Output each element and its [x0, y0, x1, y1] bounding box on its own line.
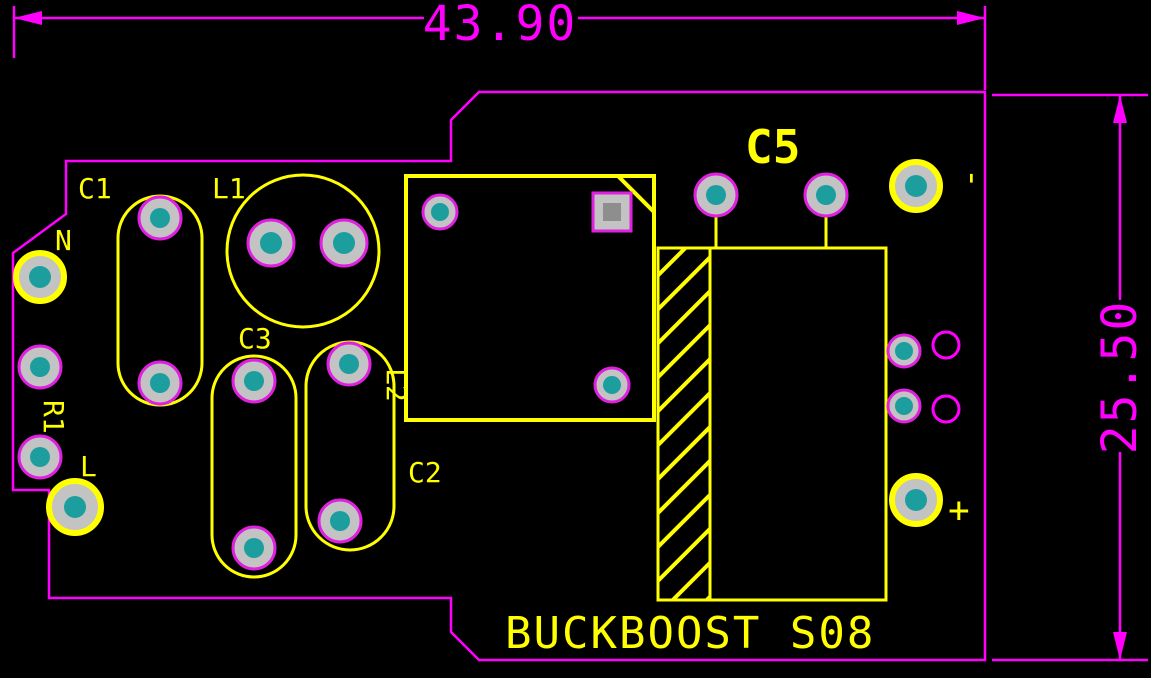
- drill-hole: [30, 357, 50, 377]
- arrow-up-icon: [1113, 95, 1127, 123]
- pad-r1-1[interactable]: [17, 344, 63, 390]
- corner-chamfer-mark: [616, 174, 656, 214]
- board-outline[interactable]: [11, 90, 987, 662]
- board-title: BUCKBOOST S08: [505, 608, 875, 659]
- pad-right-small-1[interactable]: [886, 333, 922, 369]
- pad-output-plus[interactable]: [889, 473, 943, 527]
- l1-body: [225, 173, 381, 329]
- arrow-right-icon: [957, 11, 985, 25]
- pad-l1-2[interactable]: [319, 218, 369, 268]
- refdes-c5: C5: [745, 120, 800, 174]
- pad-c1-1[interactable]: [137, 195, 183, 241]
- drill-hole: [339, 354, 359, 374]
- net-label-plus: +: [948, 490, 970, 531]
- pad-r1-2[interactable]: [17, 434, 63, 480]
- pad-module-square[interactable]: [591, 191, 633, 233]
- drill-hole: [64, 496, 86, 518]
- pad-c3-1[interactable]: [231, 358, 277, 404]
- drill-hole: [895, 397, 913, 415]
- component-c3-outline[interactable]: [210, 354, 298, 579]
- c3-body: [210, 354, 298, 579]
- drill-hole: [603, 376, 621, 394]
- drill-hole: [260, 232, 282, 254]
- pad-transformer-2[interactable]: [803, 172, 849, 218]
- arrow-down-icon: [1113, 632, 1127, 660]
- pad-module-round-2[interactable]: [593, 366, 631, 404]
- drill-hole: [244, 538, 264, 558]
- transformer-outline[interactable]: [656, 216, 888, 602]
- refdes-c3: C3: [238, 322, 272, 355]
- pad-module-round-1[interactable]: [421, 193, 459, 231]
- mounting-hole[interactable]: [931, 330, 961, 360]
- net-label-n: N: [55, 224, 72, 257]
- pad-output-minus[interactable]: [889, 159, 943, 213]
- ic-module-outline[interactable]: [404, 174, 656, 422]
- drill-hole: [706, 185, 726, 205]
- pad-l2-1[interactable]: [326, 341, 372, 387]
- refdes-c2: C2: [408, 456, 442, 489]
- drill-hole: [895, 342, 913, 360]
- pad-l1-1[interactable]: [246, 218, 296, 268]
- vertical-dimension: 25.50: [992, 93, 1148, 662]
- drill-hole: [333, 232, 355, 254]
- pad-l2-2[interactable]: [317, 498, 363, 544]
- component-l1-outline[interactable]: [225, 173, 381, 329]
- pad-transformer-1[interactable]: [693, 172, 739, 218]
- pad-c1-2[interactable]: [137, 360, 183, 406]
- drill-hole: [816, 185, 836, 205]
- arrow-left-icon: [14, 11, 42, 25]
- drill-hole: [330, 511, 350, 531]
- drill-hole: [431, 203, 449, 221]
- refdes-r1: R1: [37, 400, 70, 434]
- net-label-minus: -: [953, 168, 993, 188]
- drill-hole: [150, 373, 170, 393]
- module-body: [404, 174, 656, 422]
- transformer-hatched-area: [656, 246, 712, 602]
- refdes-c1: C1: [78, 172, 112, 205]
- horizontal-dimension: 43.90: [12, 0, 987, 90]
- pad-net-l[interactable]: [46, 478, 104, 536]
- refdes-l1: L1: [212, 172, 246, 205]
- drill-hole: [244, 371, 264, 391]
- drill-hole: [603, 203, 621, 221]
- drill-hole: [30, 447, 50, 467]
- board-height-dimension: 25.50: [1092, 300, 1148, 455]
- pad-net-n[interactable]: [13, 250, 67, 304]
- drill-hole: [905, 489, 927, 511]
- mounting-hole[interactable]: [931, 394, 961, 424]
- net-label-l: L: [80, 450, 97, 483]
- drill-hole: [29, 266, 51, 288]
- transformer-body: [708, 246, 888, 602]
- refdes-l2: L2: [380, 368, 413, 402]
- drill-hole: [150, 208, 170, 228]
- board-width-dimension: 43.90: [423, 0, 578, 52]
- pad-right-small-2[interactable]: [886, 388, 922, 424]
- drill-hole: [905, 175, 927, 197]
- pad-c3-2[interactable]: [231, 525, 277, 571]
